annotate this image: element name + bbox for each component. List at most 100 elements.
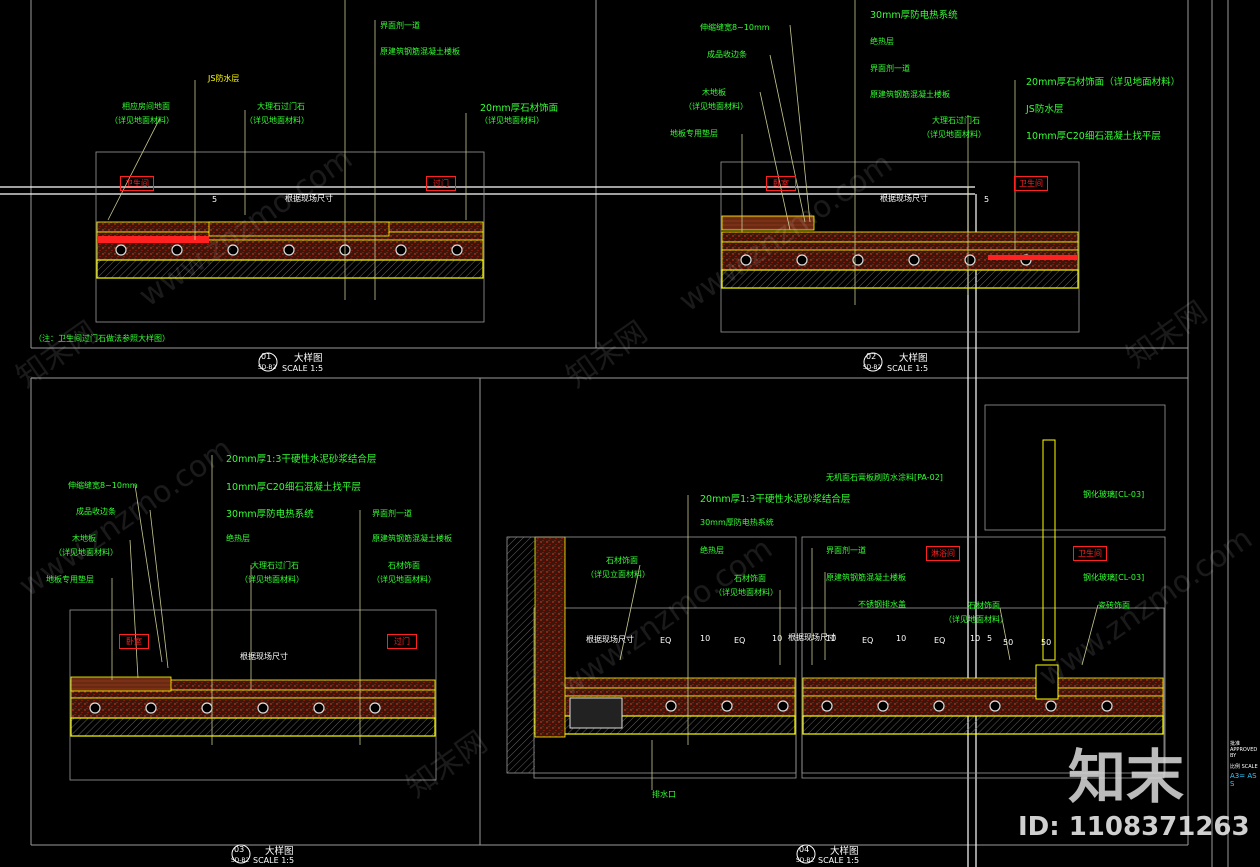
d1-note: （注：卫生间过门石做法参照大样图）	[34, 334, 170, 343]
d3-marble-note: （详见地面材料）	[240, 575, 304, 584]
d2-concrete-slab	[721, 269, 1079, 289]
d2-heat-label: 30mm厚防电热系统	[870, 10, 958, 21]
d4-stone-floor-note: （详见地面材料）	[714, 588, 778, 597]
d2-trim-label: 成品收边条	[707, 50, 747, 59]
d4-right-heating-pipe	[989, 700, 1001, 712]
d2-num: 02	[866, 352, 877, 361]
d4-eq-4: EQ	[934, 636, 946, 645]
d3-underlay-label: 地板专用垫层	[46, 575, 94, 584]
d3-c20-label: 10mm厚C20细石混凝土找平层	[226, 482, 361, 493]
watermark-cn-1: 知末网	[10, 314, 104, 396]
d1-frame	[95, 151, 485, 323]
watermark-cn-3: 知末网	[1120, 294, 1214, 376]
d4-wall-hatch	[507, 537, 535, 773]
d4-mortar20-label: 20mm厚1:3干硬性水泥砂浆结合层	[700, 494, 851, 505]
leader-line-21	[619, 564, 641, 661]
d4-eq-3: EQ	[862, 636, 874, 645]
d2-title-block: 02 SD-B2 大样图 SCALE 1:5	[863, 350, 953, 376]
d1-marble-label: 大理石过门石	[257, 102, 305, 111]
d2-insul-label: 绝热层	[870, 37, 894, 46]
d4-tile-finish-label: 石材饰面	[968, 601, 1000, 610]
d2-wood-floor	[721, 215, 815, 231]
d4-heat-label: 30mm厚防电热系统	[700, 518, 774, 527]
d1-title: 大样图	[294, 353, 323, 364]
title-block-approved: 批准 APPROVED BY	[1230, 741, 1258, 759]
d1-stone-finish-label: 20mm厚石材饰面	[480, 103, 559, 114]
d1-heating-pipe	[227, 244, 239, 256]
d4-ten-3: 10	[826, 634, 837, 643]
d1-marble-note: （详见地面材料）	[245, 116, 309, 125]
d4-stone-wall-note: （详见立面材料）	[586, 570, 650, 579]
d4-fifty-2: 50	[1041, 638, 1052, 647]
d4-paint-label: 无机面石膏板刷防水涂料[PA-02]	[826, 473, 943, 482]
d1-room-floor-label: 相应房间地面	[122, 102, 170, 111]
detail-number-circle-3	[796, 844, 816, 864]
d3-concrete-label: 原建筑钢筋混凝土楼板	[372, 534, 452, 543]
d4-title: 大样图	[830, 846, 859, 857]
watermark-id: ID: 1108371263	[1018, 812, 1250, 842]
watermark-brand: 知末	[1068, 743, 1185, 811]
d2-heating-pipe	[796, 254, 808, 266]
d4-dim-right: 根据现场尺寸	[788, 633, 836, 642]
leader-line-8	[769, 54, 806, 223]
d1-js-label: JS防水层	[208, 74, 240, 83]
d1-dim-small: 5	[212, 195, 218, 204]
d4-right-heating-pipe	[877, 700, 889, 712]
leader-line-25	[999, 607, 1011, 661]
d1-interface-label: 界面剂一道	[380, 21, 420, 30]
d3-concrete-slab	[70, 717, 436, 737]
d4-concrete-label: 原建筑钢筋混凝土楼板	[826, 573, 906, 582]
d4-right-heating-pipe	[821, 700, 833, 712]
d3-wood-note: （详见地面材料）	[54, 548, 118, 557]
d1-num: 01	[261, 352, 272, 361]
d3-seal-gap-label: 伸缩缝宽8~10mm	[68, 481, 138, 490]
d2-wood-note: （详见地面材料）	[684, 102, 748, 111]
d4-right-heating-pipe	[933, 700, 945, 712]
d3-scale: SCALE 1:5	[253, 856, 295, 865]
watermark-site-1: www.znzmo.com	[132, 141, 359, 314]
d1-heating-pipe	[283, 244, 295, 256]
d4-ref: SD-B2	[796, 857, 815, 864]
d4-ten-4: 10	[896, 634, 907, 643]
d4-eq-1: EQ	[660, 636, 672, 645]
watermark-site-4: www.znzmo.com	[1032, 521, 1259, 694]
d2-frame	[720, 161, 1080, 333]
d2-scale: SCALE 1:5	[887, 364, 929, 373]
d1-stone-finish-note: （详见地面材料）	[480, 116, 544, 125]
d3-room-right-tag: 过门	[387, 634, 417, 649]
d4-ten-5: 10	[970, 634, 981, 643]
d4-glass-panel	[1042, 439, 1056, 661]
d4-room-right-tag: 卫生间	[1073, 546, 1107, 561]
d2-title: 大样图	[899, 353, 928, 364]
d2-c20-label: 10mm厚C20细石混凝土找平层	[1026, 131, 1161, 142]
d3-trim-label: 成品收边条	[76, 507, 116, 516]
d4-insul-label: 绝热层	[700, 546, 724, 555]
d1-room-right-tag: 过门	[426, 176, 456, 191]
d2-heating-pipe	[852, 254, 864, 266]
d3-heating-pipe	[313, 702, 325, 714]
d1-concrete-slab	[96, 259, 484, 279]
d3-heating-pipe	[89, 702, 101, 714]
leader-line-3	[107, 117, 161, 221]
d2-js-label: JS防水层	[1026, 104, 1064, 115]
d4-glass-base	[1035, 664, 1059, 700]
d3-frame	[69, 609, 437, 781]
detail-number-circle-1	[863, 352, 883, 372]
d1-heating-pipe	[171, 244, 183, 256]
d4-right-frame	[801, 536, 1166, 774]
d4-glass1-label: 钢化玻璃[CL-03]	[1083, 490, 1145, 499]
d2-interface-label: 界面剂一道	[870, 64, 910, 73]
title-block-scale-value: A3= AS S	[1230, 772, 1257, 788]
d1-concrete-label: 原建筑钢筋混凝土楼板	[380, 47, 460, 56]
d2-ref: SD-B2	[863, 364, 882, 371]
d2-dim-label: 根据现场尺寸	[880, 194, 928, 203]
d4-right-heating-pipe	[1101, 700, 1113, 712]
d1-title-block: 01 SD-B2 大样图 SCALE 1:5	[258, 350, 348, 376]
d3-stone-finish-note: （详见地面材料）	[372, 575, 436, 584]
d3-dim-label: 根据现场尺寸	[240, 652, 288, 661]
d3-title: 大样图	[265, 846, 294, 857]
d4-room-left-tag: 淋浴间	[926, 546, 960, 561]
